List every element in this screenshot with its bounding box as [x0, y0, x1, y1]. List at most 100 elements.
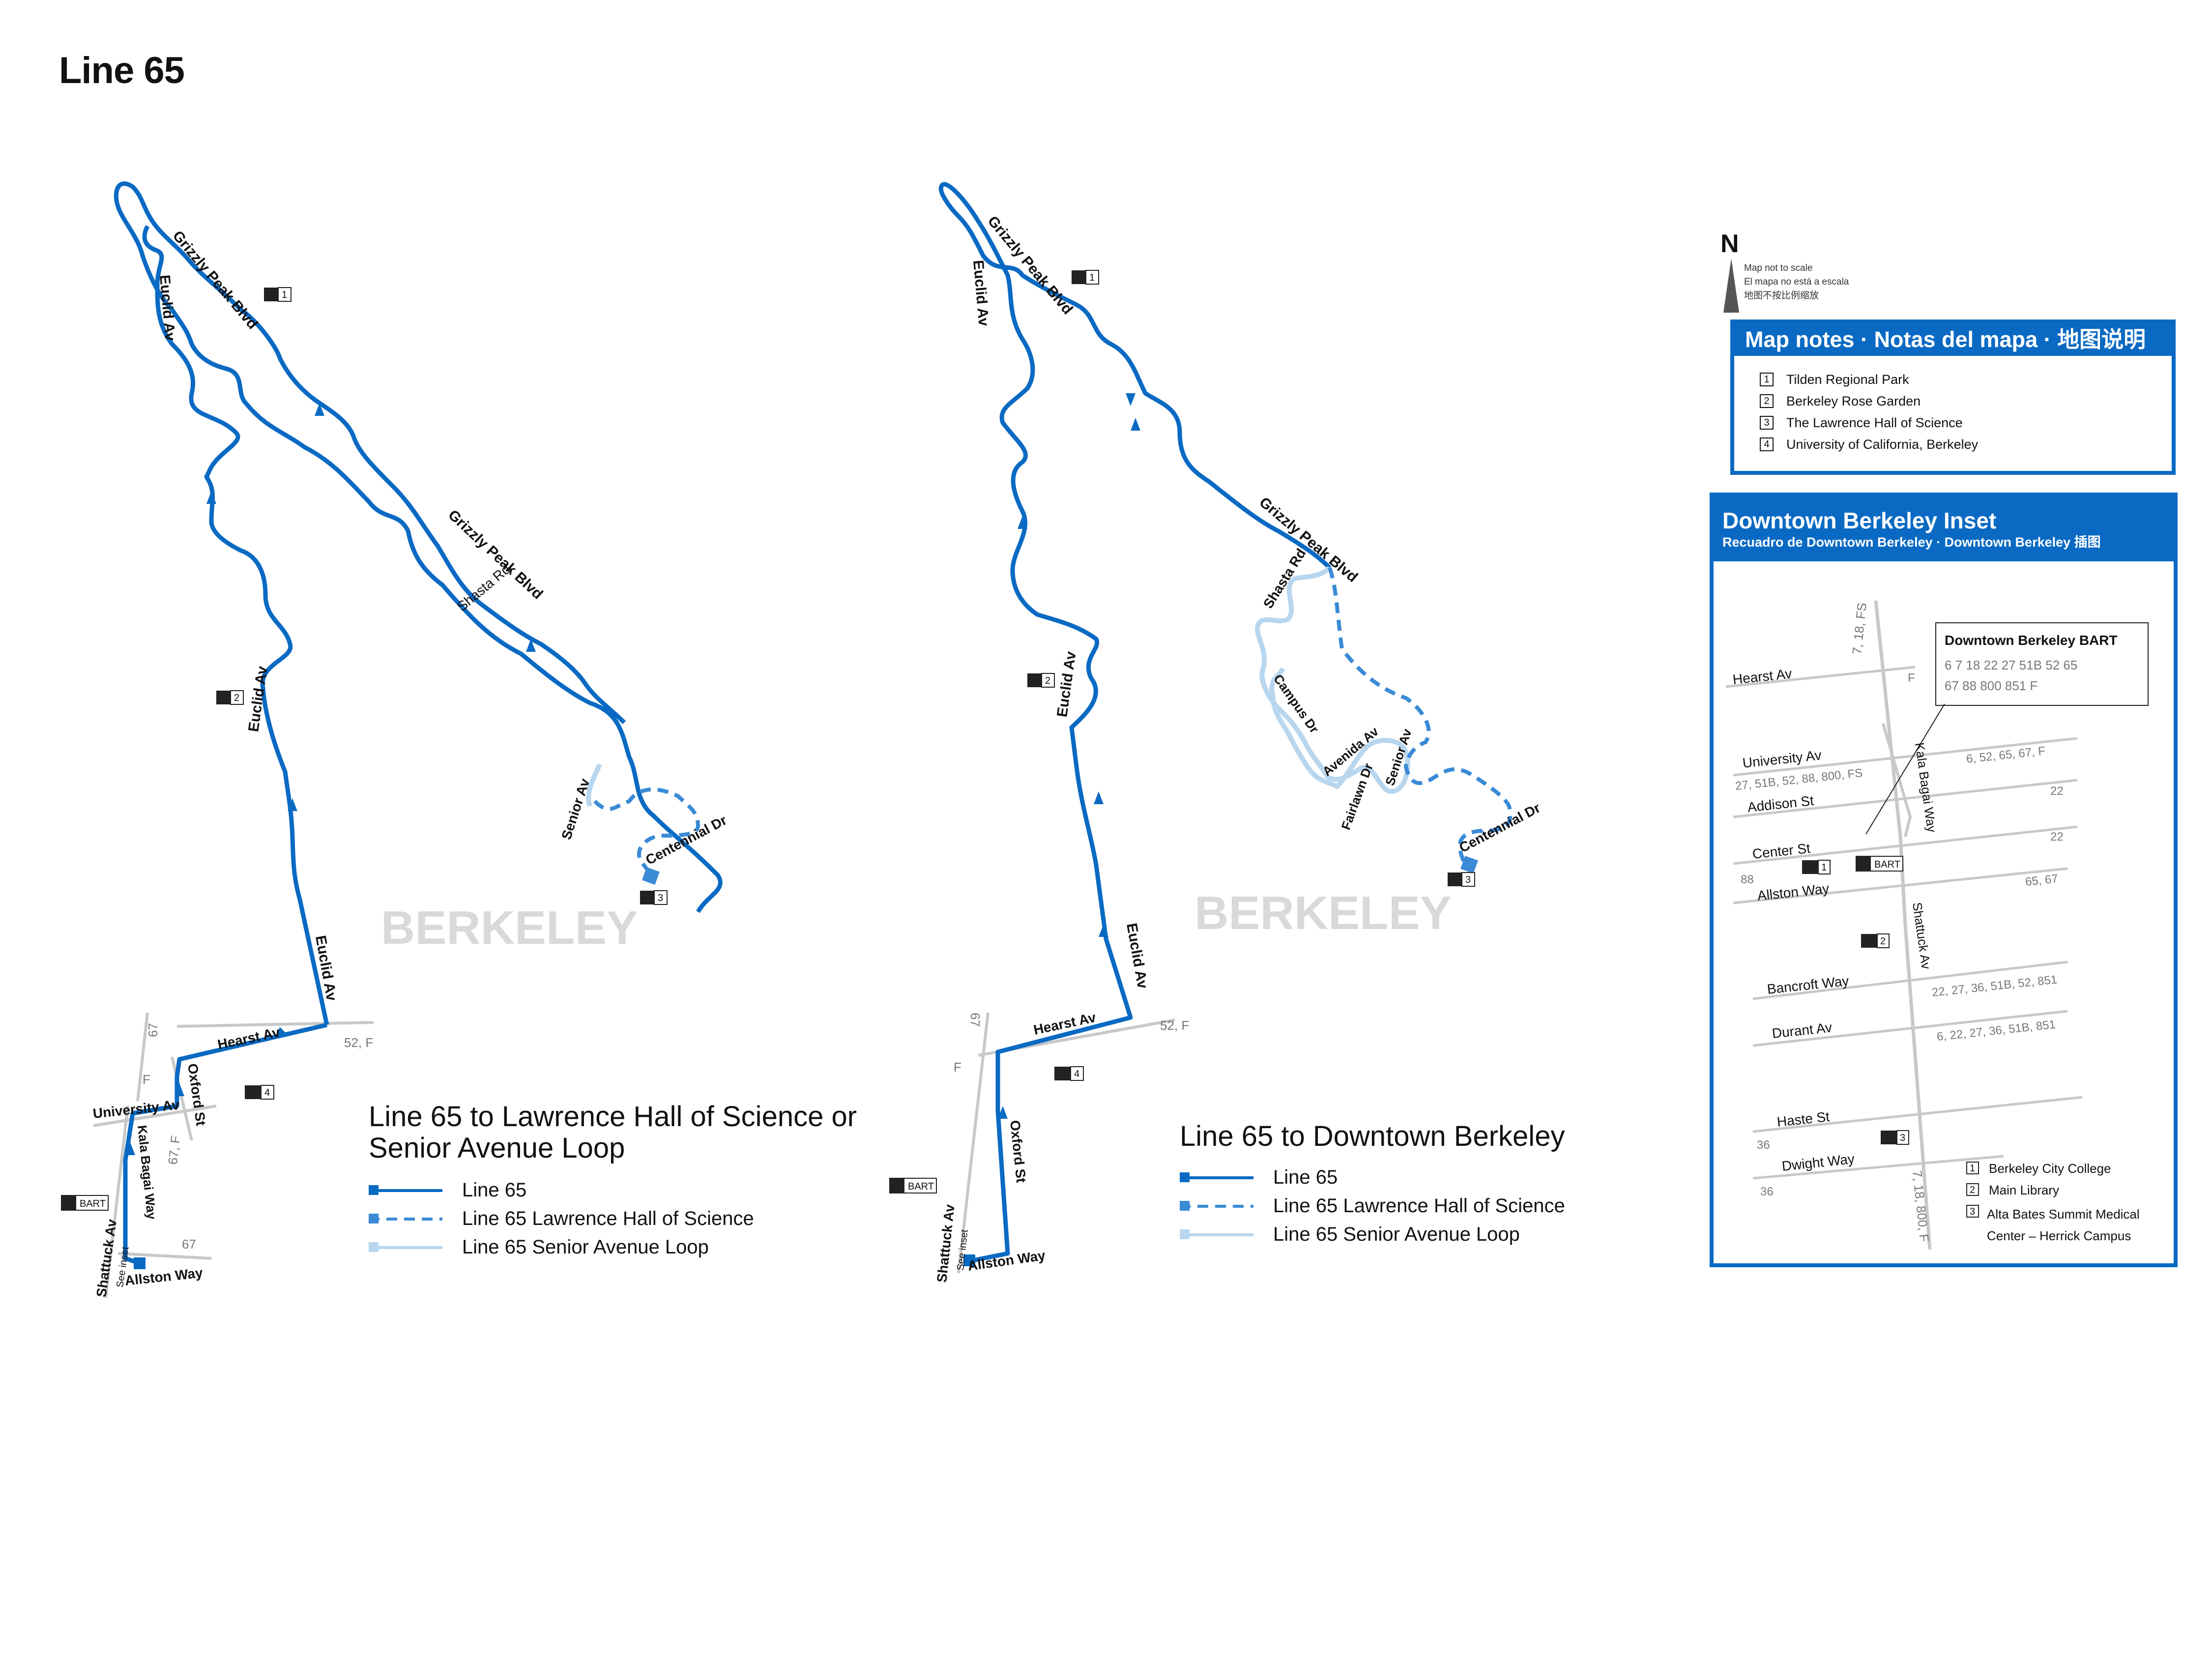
left-conn-67: 67: [146, 1023, 160, 1037]
mid-label-euclid-3: Euclid Av: [1123, 922, 1151, 990]
middle-streets: [957, 1012, 1175, 1274]
mid-conn-hearst: 52, F: [1160, 1018, 1189, 1033]
left-map: [93, 181, 723, 1298]
map-notes-title: Map notes · Notas del mapa · 地图说明: [1734, 323, 2172, 356]
svg-text:3: 3: [1900, 1133, 1905, 1143]
middle-markers: 1 2 3 4 BART: [889, 270, 1475, 1193]
svg-text:1: 1: [1821, 862, 1827, 873]
mid-conn-67: 67: [968, 1013, 983, 1027]
left-marker-4: 4: [245, 1085, 274, 1100]
inset-center: Center St: [1751, 841, 1811, 862]
inset-conn-allston: 65, 67: [2025, 872, 2059, 889]
mid-marker-3: 3: [1448, 872, 1475, 887]
middle-line65-route: [938, 182, 1332, 1263]
middle-map: [938, 182, 1513, 1274]
mid-legend-senior: Line 65 Senior Avenue Loop: [1180, 1220, 1565, 1249]
svg-text:BART: BART: [908, 1181, 934, 1192]
svg-text:BART: BART: [80, 1198, 106, 1209]
mid-marker-2: 2: [1027, 673, 1055, 688]
inset-kala-bagai-label: Kala Bagai Way: [1912, 742, 1939, 833]
middle-arrows: [998, 393, 1140, 1119]
left-marker-1: 1: [264, 287, 291, 302]
middle-lawrence-terminal: [1460, 856, 1478, 873]
inset-hearst: Hearst Av: [1732, 666, 1792, 687]
left-label-euclid-1: Euclid Av: [156, 274, 178, 342]
left-lawrence-loop: [593, 787, 700, 876]
scale-note: Map not to scale El mapa no está a escal…: [1744, 263, 1849, 301]
mid-legend-line65: Line 65: [1180, 1163, 1565, 1192]
inset-conn-center: 22: [2050, 830, 2064, 844]
svg-text:2: 2: [1880, 936, 1886, 947]
inset-conn-center-88: 88: [1741, 873, 1754, 886]
left-legend-senior: Line 65 Senior Avenue Loop: [369, 1233, 860, 1261]
inset-marker-3: 3: [1881, 1130, 1909, 1145]
inset-marker-1: 1: [1802, 860, 1831, 874]
inset-allston: Allston Way: [1756, 881, 1830, 903]
inset-conn-haste: 36: [1757, 1138, 1770, 1152]
mid-marker-1: 1: [1072, 270, 1099, 285]
inset-title: Downtown Berkeley Inset: [1722, 508, 1997, 533]
inset-shattuck-label: Shattuck Av: [1910, 902, 1934, 970]
svg-text:4: 4: [1074, 1069, 1079, 1079]
inset-haste: Haste St: [1776, 1109, 1830, 1130]
inset-conn-north: 7, 18, FS: [1849, 602, 1869, 655]
mid-label-euclid-1: Euclid Av: [970, 260, 992, 327]
left-line65-route: [114, 181, 723, 913]
mid-legend-lawrence: Line 65 Lawrence Hall of Science: [1180, 1192, 1565, 1220]
svg-text:6 7 18 22 27 51B 52 65: 6 7 18 22 27 51B 52 65: [1945, 658, 2077, 672]
middle-lawrence-loop: [1328, 567, 1513, 872]
svg-text:4: 4: [264, 1087, 270, 1098]
svg-text:Berkeley City College: Berkeley City College: [1989, 1161, 2111, 1176]
inset-note-3-label: Alta Bates Summit Medical Center – Herri…: [1987, 1207, 2140, 1243]
left-label-senior: Senior Av: [558, 777, 592, 842]
left-streets: [93, 1012, 374, 1298]
svg-text:Main Library: Main Library: [1989, 1183, 2059, 1197]
mid-label-grizzly-2: Grizzly Peak Blvd: [1256, 494, 1361, 585]
left-line65-euclid: [142, 225, 329, 1025]
left-label-grizzly-2: Grizzly Peak Blvd: [445, 507, 546, 603]
left-legend: Line 65 to Lawrence Hall of Science or S…: [369, 1101, 860, 1261]
left-allston-terminal: [134, 1257, 146, 1269]
inset-conn-south: 7, 18, 800, F: [1910, 1169, 1932, 1242]
left-conn-f: F: [143, 1072, 150, 1087]
inset-header: Downtown Berkeley Inset Recuadro de Down…: [1714, 496, 2174, 561]
svg-text:1: 1: [1970, 1163, 1975, 1174]
svg-text:1: 1: [282, 290, 287, 300]
mid-label-oxford: Oxford St: [1007, 1119, 1029, 1183]
left-lawrence-terminal: [642, 867, 660, 885]
left-conn-allston-67: 67: [182, 1237, 196, 1252]
inset-conn-addison: 22: [2050, 785, 2064, 798]
mid-bart-badge: BART: [889, 1178, 937, 1193]
inset-bart-badge: BART: [1856, 856, 1903, 872]
svg-text:2: 2: [1970, 1185, 1975, 1195]
inset-conn-university-west: 27, 51B, 52, 88, 800, FS: [1735, 766, 1863, 793]
inset-conn-durant: 6, 22, 27, 36, 51B, 851: [1936, 1018, 2056, 1044]
inset-map: Downtown Berkeley BART 6 7 18 22 27 51B …: [1725, 600, 2149, 1250]
left-label-oxford: Oxford St: [185, 1063, 208, 1127]
inset-shattuck: [1874, 600, 1932, 1250]
inset-marker-2: 2: [1861, 933, 1890, 948]
middle-senior-loop: [1255, 566, 1410, 794]
svg-text:2: 2: [1045, 675, 1050, 686]
inset-subtitle: Recuadro de Downtown Berkeley · Downtown…: [1722, 535, 2101, 550]
north-arrow: N Map not to scale El mapa no está a esc…: [1720, 230, 1849, 313]
left-conn-67f: 67, F: [165, 1135, 183, 1165]
left-bart-badge: BART: [61, 1195, 109, 1211]
left-line65-south: [123, 1022, 328, 1266]
north-letter: N: [1720, 230, 1739, 258]
left-legend-lawrence: Line 65 Lawrence Hall of Science: [369, 1204, 860, 1233]
inset-conn-dwight: 36: [1760, 1185, 1774, 1198]
svg-text:Downtown Berkeley BART: Downtown Berkeley BART: [1945, 633, 2118, 648]
inset-bart-box: Downtown Berkeley BART 6 7 18 22 27 51B …: [1865, 622, 2149, 835]
middle-legend: Line 65 to Downtown Berkeley Line 65 Lin…: [1180, 1121, 1565, 1249]
svg-text:67 88 800 851 F: 67 88 800 851 F: [1945, 678, 2037, 693]
downtown-inset-panel: Downtown Berkeley Inset Recuadro de Down…: [1710, 493, 2178, 1267]
left-legend-line65: Line 65: [369, 1176, 860, 1204]
